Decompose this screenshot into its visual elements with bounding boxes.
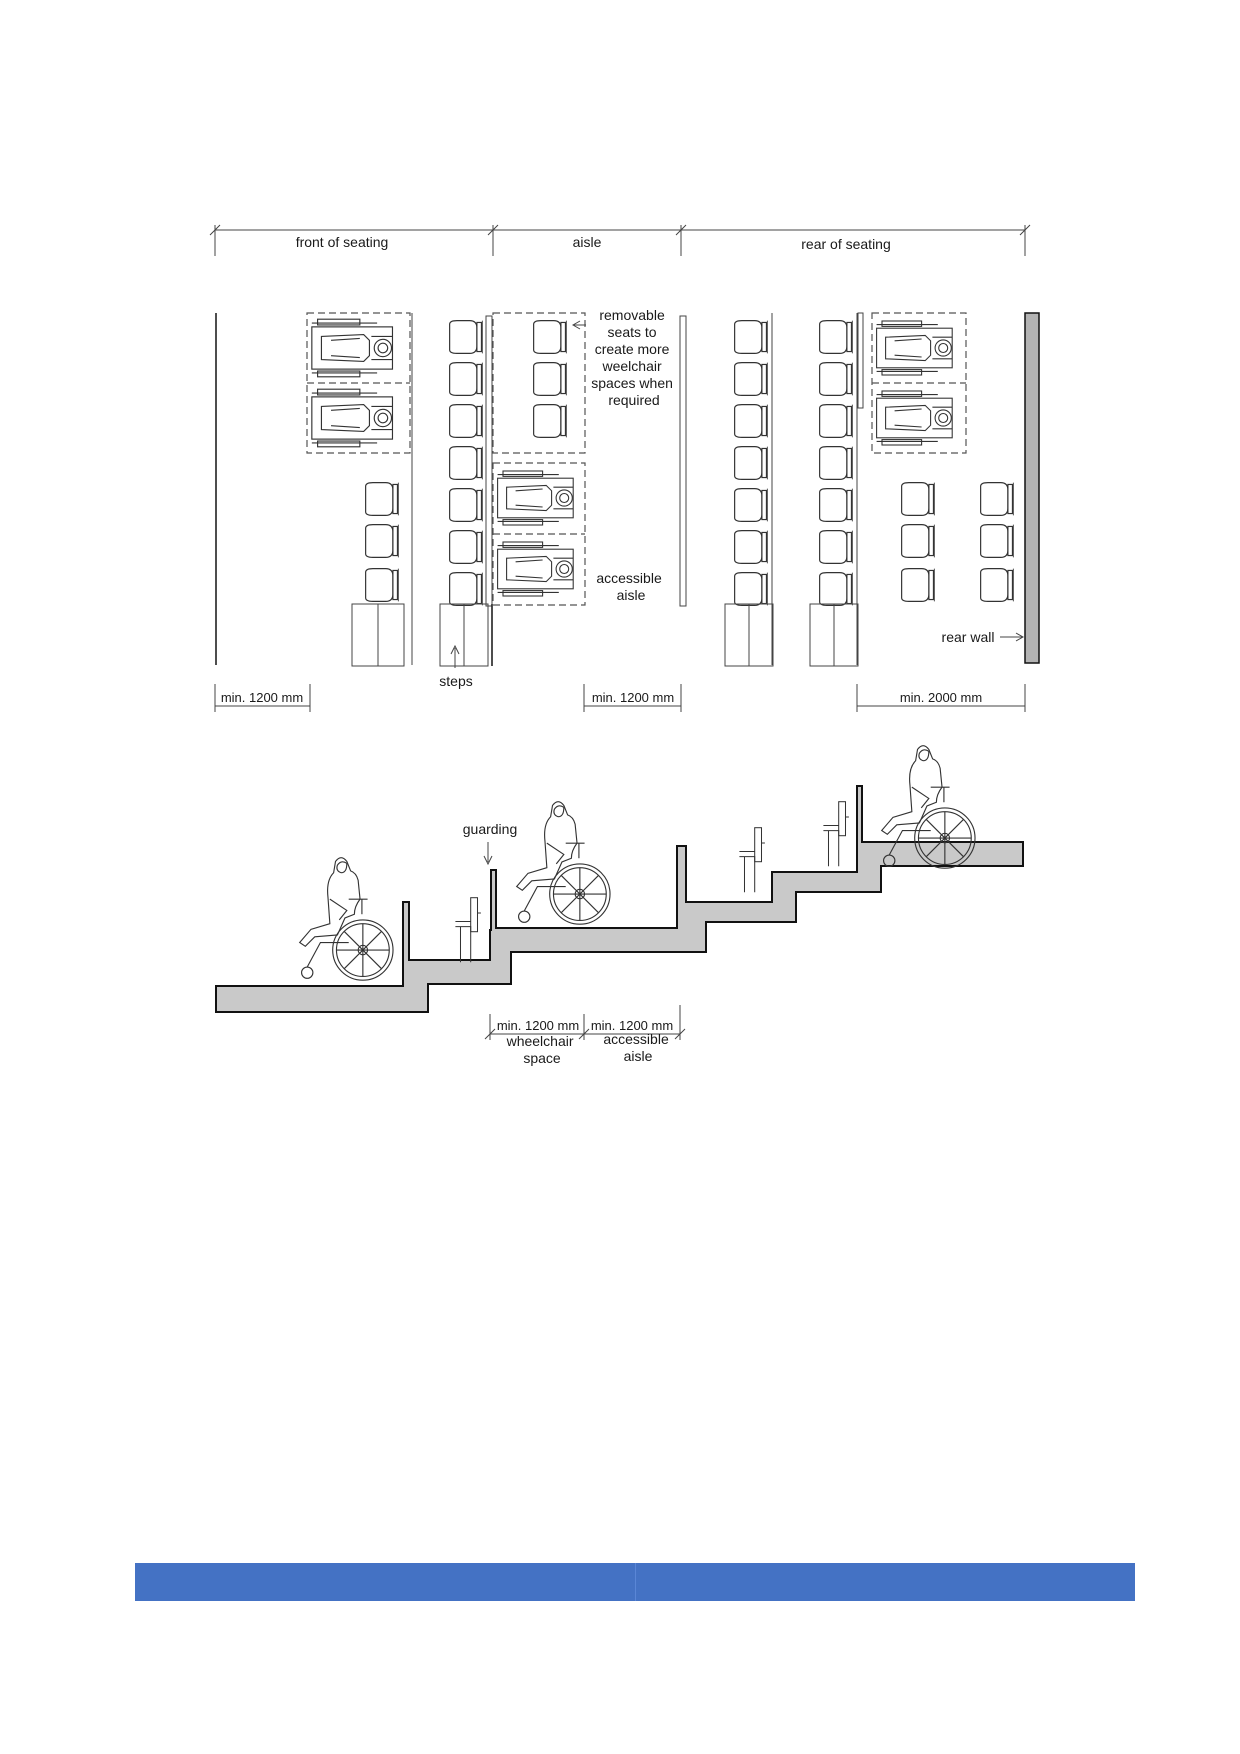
- seat-row-left-of-aisle: [439, 315, 493, 667]
- dim-front-clearance: min. 1200 mm: [221, 690, 303, 705]
- front-wheelchair-spaces: [306, 312, 413, 665]
- accessible-aisle-label: accessible aisle: [596, 570, 665, 603]
- section-seat: [738, 827, 766, 893]
- label-aisle: aisle: [573, 234, 602, 250]
- label-rear-wall: rear wall: [942, 629, 995, 645]
- rear-seat-row-1: [724, 313, 774, 667]
- label-front-of-seating: front of seating: [296, 234, 389, 250]
- rear-wall: rear wall: [942, 312, 1040, 664]
- rear-short-seat-rows: [901, 482, 1014, 602]
- label-wheelchair-space: wheelchair space: [506, 1033, 578, 1066]
- wheelchair-user-figure: [299, 857, 394, 981]
- plan-view: front of seating aisle rear of seating: [209, 224, 1040, 712]
- plan-bottom-dimensions: min. 1200 mm min. 1200 mm min. 2000 mm: [214, 684, 1026, 712]
- section-seat: [454, 897, 482, 963]
- guarding-pointer: guarding: [463, 821, 518, 866]
- dim-rear-clearance: min. 2000 mm: [900, 690, 982, 705]
- rear-wheelchair-spaces: [871, 312, 967, 454]
- wheelchair-user-figure: [516, 801, 611, 925]
- label-guarding: guarding: [463, 821, 518, 837]
- label-accessible-aisle: accessible aisle: [603, 1031, 672, 1064]
- dim-wheelchair-space: min. 1200 mm: [497, 1018, 579, 1033]
- rear-seat-row-2: [809, 312, 864, 667]
- aisle-wheelchair-spaces: accessible aisle: [492, 315, 687, 607]
- section-seat: [822, 801, 850, 867]
- removable-seats-note: removable seats to create more weelchair…: [591, 307, 677, 408]
- zone-dimension-line: front of seating aisle rear of seating: [209, 224, 1031, 256]
- steps-pointer: steps: [439, 644, 473, 689]
- label-steps: steps: [439, 673, 472, 689]
- section-dimensions: min. 1200 mm min. 1200 mm wheelchair spa…: [484, 1005, 686, 1066]
- footer-bar-left-cell: [135, 1563, 635, 1601]
- front-short-seat-row: [351, 482, 405, 667]
- footer-bar: [135, 1563, 1135, 1601]
- label-rear-of-seating: rear of seating: [801, 236, 891, 252]
- dim-aisle-width: min. 1200 mm: [592, 690, 674, 705]
- removable-seats: removable seats to create more weelchair…: [492, 307, 677, 454]
- dim-accessible-aisle: min. 1200 mm: [591, 1018, 673, 1033]
- footer-bar-right-cell: [634, 1563, 1136, 1601]
- stepped-floor-section: [215, 785, 1024, 1013]
- section-view: guarding min. 1200 mm min. 1200 mm wheel…: [215, 745, 1024, 1066]
